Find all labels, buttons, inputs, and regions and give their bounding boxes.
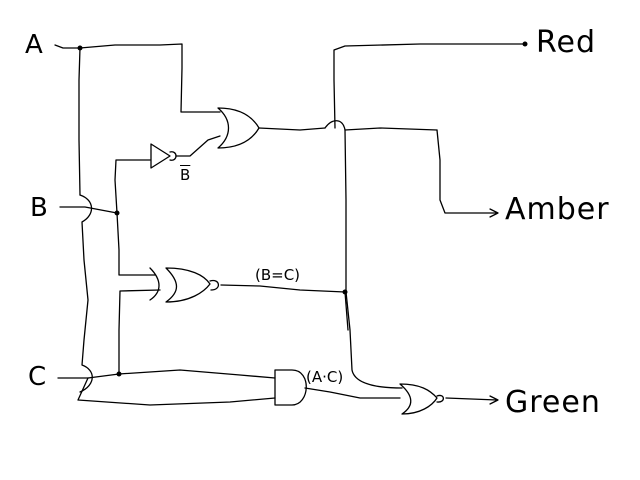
output-label-green: Green <box>505 385 601 420</box>
junction-dot <box>114 210 120 216</box>
input-label-a: A <box>25 30 43 60</box>
xnor-gate <box>149 267 346 303</box>
junction-dot <box>77 45 83 51</box>
output-label-amber: Amber <box>505 192 610 227</box>
junction-dot <box>116 371 122 377</box>
not-gate <box>150 135 221 169</box>
wire-c <box>57 289 276 406</box>
input-label-b: B <box>30 193 48 223</box>
annotation-b-xnor-c: (B=C) <box>255 266 301 284</box>
arrowheads <box>489 208 499 405</box>
junction-dot <box>342 289 348 295</box>
annotation-a-and-c: (A·C) <box>306 368 344 386</box>
annotation-not-b: B <box>180 166 191 184</box>
and-gate <box>274 369 401 406</box>
or-gate-top <box>217 43 526 214</box>
junctions <box>77 41 528 377</box>
input-label-c: C <box>28 362 47 392</box>
or-gate-green <box>399 383 498 415</box>
wire-a-vertical <box>79 194 93 393</box>
wire-b <box>59 159 156 276</box>
output-terminal-dot <box>522 41 528 47</box>
output-label-red: Red <box>536 25 596 60</box>
wire-a <box>54 43 221 196</box>
wire-to-green <box>344 129 403 389</box>
